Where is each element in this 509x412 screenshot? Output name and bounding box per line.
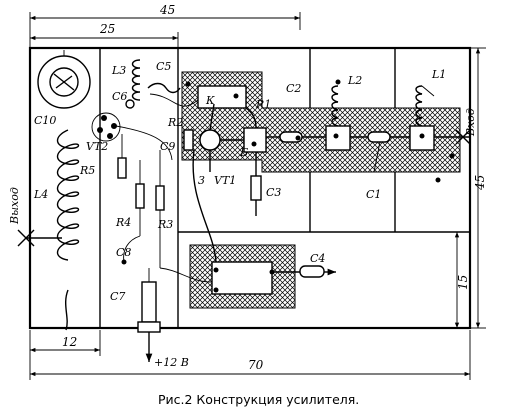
- label-pin-b: Б: [239, 146, 248, 159]
- label-r5: R5: [79, 164, 95, 177]
- label-c3: C3: [266, 186, 281, 199]
- c7-feedthrough: [137, 268, 161, 352]
- label-c7: C7: [110, 290, 125, 303]
- label-r1: R1: [255, 98, 271, 111]
- label-l2: L2: [347, 74, 362, 87]
- decoupling-wire: [159, 267, 213, 283]
- l4-lead-bottom: [65, 289, 69, 331]
- l1-coil: [415, 85, 423, 127]
- label-vhod: Вход: [464, 108, 477, 137]
- output-terminal-left: [17, 229, 62, 247]
- r5-resistor: [117, 157, 127, 179]
- c6-capacitor: [125, 99, 135, 109]
- vt1-transistor: [199, 103, 244, 172]
- l2-pad: [325, 125, 351, 151]
- label-c4: C4: [310, 252, 325, 265]
- l3-coil: [131, 59, 141, 101]
- dim-70: 70: [248, 358, 264, 372]
- label-vt1: VT1: [214, 174, 236, 187]
- label-r4: R4: [115, 216, 131, 229]
- l2-coil: [331, 85, 339, 127]
- label-vyhod: Выход: [8, 187, 21, 225]
- vt2-transistor: [91, 112, 121, 142]
- c4-capacitor: [299, 265, 325, 278]
- l4-coil: [56, 129, 80, 261]
- label-pin-k: К: [205, 94, 215, 107]
- c10-trimmer: [37, 50, 91, 109]
- figure-caption: Рис.2 Конструкция усилителя.: [158, 392, 359, 407]
- pad-lower: [211, 261, 273, 295]
- r3-resistor: [155, 185, 165, 211]
- label-plus12: +12 В: [154, 356, 189, 369]
- label-r3: R3: [157, 218, 173, 231]
- label-c8: C8: [116, 246, 131, 259]
- dim-12: 12: [62, 335, 77, 349]
- c1-capacitor: [367, 131, 391, 143]
- label-c1: C1: [366, 188, 381, 201]
- dimension-lines: [29, 12, 486, 380]
- dim-45-right: 45: [473, 175, 487, 191]
- label-c5: C5: [156, 60, 171, 73]
- output-wire: [192, 149, 217, 263]
- label-c2: C2: [286, 82, 301, 95]
- pad-upper: [197, 85, 247, 109]
- dim-25: 25: [99, 22, 115, 36]
- label-c9: C9: [160, 140, 175, 153]
- label-r2: R2: [167, 116, 183, 129]
- solder-dots: [185, 81, 455, 293]
- label-pin-3: 3: [198, 174, 205, 187]
- label-l4: L4: [33, 188, 48, 201]
- c8-lead: [123, 235, 141, 263]
- c5-capacitor: [147, 82, 181, 94]
- r1-lead: [245, 107, 257, 129]
- c9-lead: [115, 125, 173, 161]
- board-outline: [28, 46, 472, 330]
- label-l1: L1: [431, 68, 446, 81]
- c3-capacitor: [250, 175, 262, 201]
- label-c6: C6: [112, 90, 127, 103]
- r4-resistor: [135, 183, 145, 209]
- r2-resistor: [183, 129, 194, 151]
- label-c10: C10: [34, 114, 56, 127]
- r1-pad: [243, 127, 267, 153]
- dim-15: 15: [456, 275, 470, 290]
- dim-45-top: 45: [159, 3, 175, 17]
- label-vt2: VT2: [86, 140, 108, 153]
- label-l3: L3: [111, 64, 126, 77]
- input-terminal-right: [434, 129, 471, 145]
